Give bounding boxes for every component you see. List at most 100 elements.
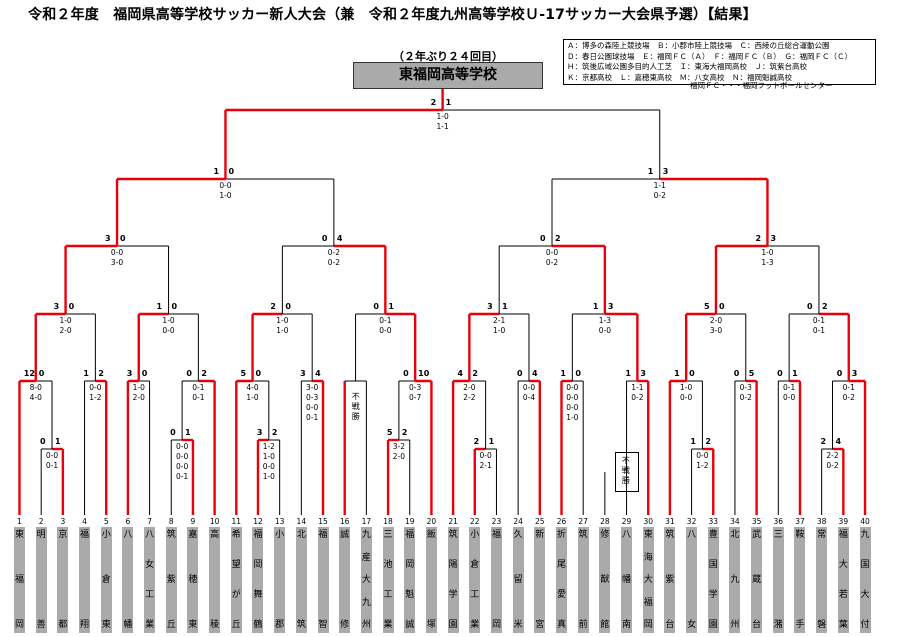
team-name-char: 大: [361, 575, 371, 585]
team-number: 7: [147, 517, 152, 526]
score-right: 2: [401, 428, 408, 437]
team-name-char: 台: [752, 620, 762, 630]
score-right: 0: [255, 369, 262, 378]
champion-subtitle: （２年ぶり２４回目）: [393, 50, 503, 63]
team-name-char: 明: [36, 530, 46, 540]
result-line: 0-2: [826, 461, 839, 470]
result-line: 1-3: [761, 258, 774, 267]
result-line: 2-0: [132, 393, 145, 402]
score-right: 1: [502, 302, 508, 311]
team-name-char: 希: [231, 530, 241, 540]
team-name-char: 業: [145, 620, 155, 630]
result-line: 0-2: [327, 258, 340, 267]
team-name-cell: 福智: [317, 527, 329, 633]
team-number: 34: [730, 517, 740, 526]
team-number: 1: [17, 517, 22, 526]
team-name-char: 女: [687, 620, 697, 630]
forfeit-char: 勝: [621, 476, 630, 485]
team-number: 19: [404, 517, 415, 526]
team-name-char: 付: [860, 620, 870, 630]
team-name-cell: 八女: [686, 527, 698, 633]
team-number: 17: [361, 517, 372, 526]
team-name-char: 池: [383, 560, 393, 570]
team-name-char: 愛: [556, 590, 566, 600]
team-name-char: 大: [838, 560, 848, 570]
score-right: 2: [271, 428, 278, 437]
team-name-char: 福: [14, 575, 24, 585]
result-line: 0-1: [306, 413, 319, 422]
team-name-char: 小: [470, 530, 480, 540]
team-name-char: 筑: [166, 530, 176, 540]
team-name-char: 福: [80, 530, 90, 540]
score-right: 0: [38, 369, 45, 378]
forfeit-label: 不戦勝: [621, 456, 631, 486]
score-right: 5: [748, 369, 755, 378]
team-name-char: 筑: [296, 620, 306, 630]
team-number: 27: [578, 517, 588, 526]
result-line: 0-1: [812, 326, 826, 335]
score-left: 0: [403, 369, 409, 378]
score-left: 2: [430, 98, 437, 107]
result-line: 0-0: [545, 248, 559, 257]
score-right: 2: [821, 302, 828, 311]
result-line: 3-2: [392, 442, 406, 451]
score-left: 2: [270, 302, 276, 311]
result-line: 0-0: [783, 393, 796, 402]
team-name-char: 尾: [556, 560, 566, 570]
team-name-char: 東: [188, 620, 198, 630]
score-right: 1: [488, 437, 495, 446]
team-name-cell: 小郡: [274, 527, 286, 633]
team-name-char: 前: [578, 620, 588, 630]
result-line: 0-0: [262, 462, 275, 471]
score-left: 3: [53, 302, 60, 311]
score-right: 2: [201, 369, 207, 378]
result-line: 1-0: [761, 248, 774, 257]
venue-note: 福岡ＦＣ・・・福岡フットボールセンター: [690, 81, 833, 90]
team-name-char: 稜: [210, 620, 220, 630]
team-number: 39: [838, 517, 849, 526]
venue-line: Ａ：博多の森陸上競技場 Ｂ：小郡市陸上競技場 Ｃ：西綾の丘総合運動公園: [567, 41, 830, 50]
team-name-char: 嘉: [188, 530, 198, 540]
team-name-char: 国: [708, 560, 718, 570]
result-line: 1-0: [493, 326, 506, 335]
team-name-char: 京: [58, 530, 68, 540]
team-name-char: 豊: [708, 530, 718, 540]
team-name-char: 葉: [838, 620, 848, 630]
score-left: 2: [755, 234, 762, 243]
team-name-char: 福: [405, 530, 415, 540]
score-left: 0: [373, 302, 379, 311]
team-name-cell: 三池工業: [382, 527, 394, 633]
score-left: 5: [703, 302, 710, 311]
team-number: 40: [860, 517, 870, 526]
team-number: 30: [643, 517, 653, 526]
score-left: 0: [40, 437, 46, 446]
result-line: 0-7: [409, 393, 422, 402]
team-name-cell: 豊国学園: [707, 527, 719, 633]
team-name-cell: 希望が丘: [230, 527, 242, 633]
team-name-char: 米: [513, 620, 523, 630]
result-line: 1-0: [262, 472, 275, 481]
score-right: 0: [141, 369, 148, 378]
team-name-char: 園: [708, 620, 718, 630]
forfeit-char: 戦: [621, 466, 630, 475]
team-name-char: 工: [383, 590, 393, 600]
result-line: 2-2: [463, 393, 476, 402]
team-name-char: 八: [622, 530, 632, 540]
team-name-char: 都: [58, 620, 68, 630]
team-number: 38: [816, 517, 827, 526]
result-line: 1-2: [262, 442, 275, 451]
score-right: 1: [388, 302, 394, 311]
score-left: 0: [540, 234, 546, 243]
team-number: 33: [708, 517, 719, 526]
result-line: 0-0: [696, 451, 709, 460]
